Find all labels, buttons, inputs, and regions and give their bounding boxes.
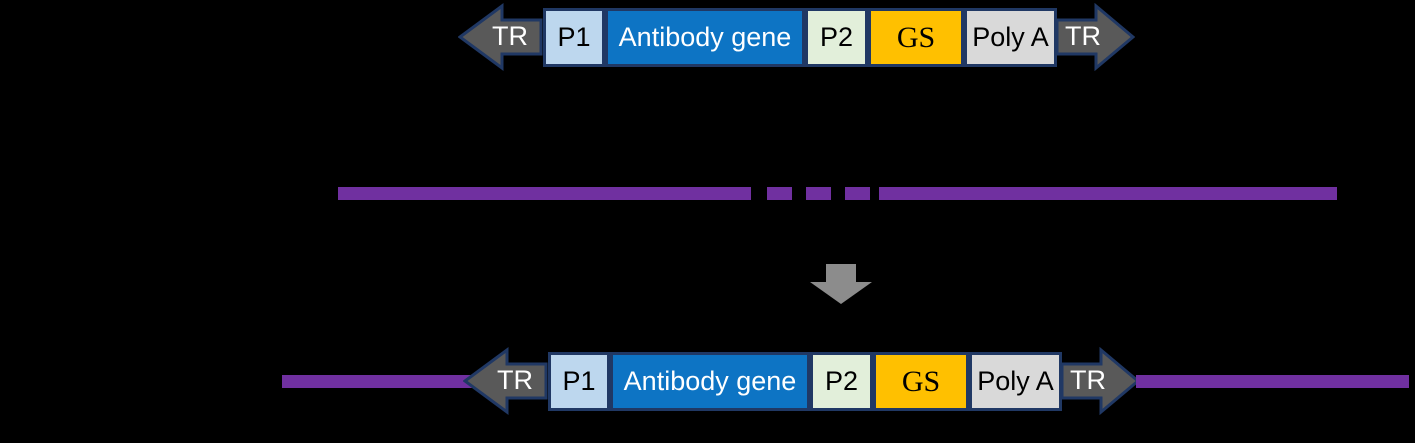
box-p2: P2 <box>805 8 868 67</box>
genomic-dna-line <box>0 180 1415 205</box>
tr-arrow-left-icon <box>458 3 543 71</box>
tr-right-label: TR <box>1070 365 1106 395</box>
down-arrow-icon <box>810 264 872 304</box>
box-antibody-gene: Antibody gene <box>610 352 810 411</box>
tr-right-label: TR <box>1065 21 1101 51</box>
bottom-construct: TR P1 Antibody gene P2 GS Poly A TR <box>0 340 1415 440</box>
tr-left-label: TR <box>497 365 533 395</box>
box-p1: P1 <box>543 8 605 67</box>
genomic-dna-right <box>1136 375 1409 388</box>
tr-arrow-left-icon <box>463 347 548 415</box>
tr-arrow-right-icon <box>1062 347 1140 415</box>
genomic-dna-dash <box>806 187 831 200</box>
genomic-dna-dash <box>845 187 870 200</box>
genomic-dna-left <box>282 375 473 388</box>
genomic-dna-segment <box>879 187 1337 200</box>
tr-arrow-right-icon <box>1057 3 1135 71</box>
box-p2: P2 <box>810 352 873 411</box>
box-gs: GS <box>873 352 969 411</box>
box-poly-a: Poly A <box>969 352 1062 411</box>
tr-left-label: TR <box>492 21 528 51</box>
top-construct: TR P1 Antibody gene P2 GS Poly A TR <box>0 0 1415 80</box>
box-p1: P1 <box>548 352 610 411</box>
box-poly-a: Poly A <box>964 8 1057 67</box>
box-antibody-gene: Antibody gene <box>605 8 805 67</box>
genomic-dna-dash <box>767 187 792 200</box>
genomic-dna-segment <box>338 187 751 200</box>
box-gs: GS <box>868 8 964 67</box>
